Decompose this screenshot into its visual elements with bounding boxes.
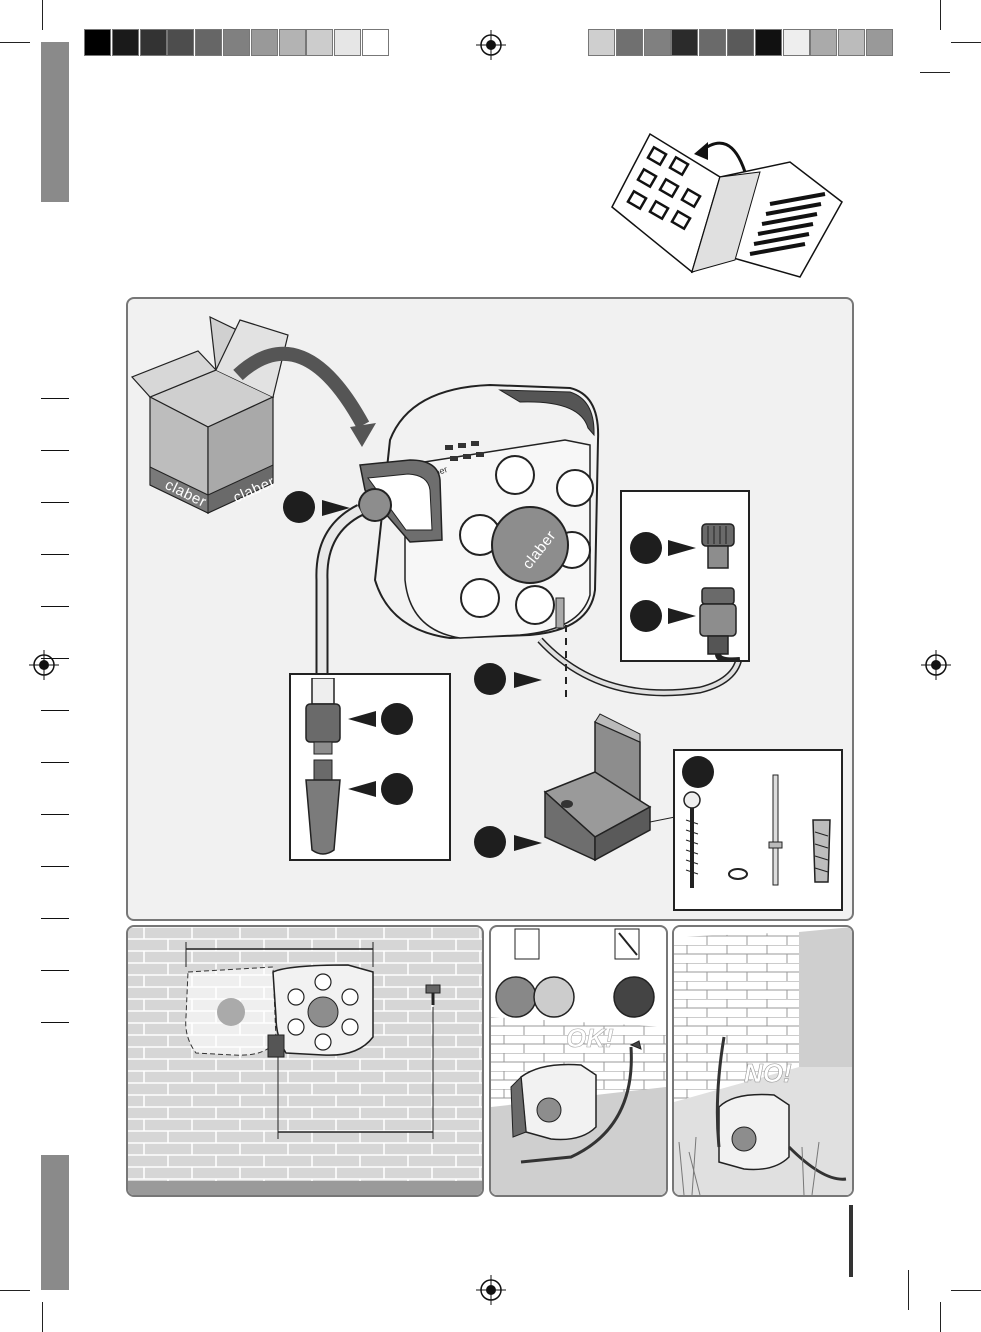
registration-mark-icon — [476, 30, 506, 60]
step-marker — [474, 663, 506, 695]
pointer-arrow — [322, 500, 350, 516]
step-marker — [630, 600, 662, 632]
color-swatch — [866, 29, 893, 56]
tick-mark — [41, 814, 69, 815]
color-swatch — [783, 29, 810, 56]
color-swatch — [251, 29, 278, 56]
color-swatch — [223, 29, 250, 56]
incorrect-mounting-panel: NO! — [672, 925, 854, 1197]
crop-mark — [951, 1290, 981, 1291]
color-swatch — [334, 29, 361, 56]
pointer-arrow — [668, 608, 696, 624]
pointer-arrow — [348, 781, 376, 797]
tick-mark — [41, 918, 69, 919]
fixing-kit-icon — [678, 770, 838, 910]
color-swatch — [84, 29, 111, 56]
tap-connector-icon — [698, 522, 738, 574]
crop-mark — [920, 72, 950, 73]
color-swatch — [727, 29, 754, 56]
crop-mark — [940, 1302, 941, 1332]
tick-mark — [41, 970, 69, 971]
tick-mark — [41, 398, 69, 399]
color-swatch — [140, 29, 167, 56]
side-bar-top — [41, 42, 69, 202]
tick-mark — [41, 502, 69, 503]
crop-mark — [951, 42, 981, 43]
no-label: NO! — [744, 1058, 792, 1088]
color-swatch — [112, 29, 139, 56]
color-swatch — [588, 29, 615, 56]
nozzle-icon — [298, 678, 348, 856]
side-bar-bottom — [41, 1155, 69, 1290]
crop-mark — [42, 1302, 43, 1332]
color-swatch — [167, 29, 194, 56]
step-marker — [474, 826, 506, 858]
color-swatch — [755, 29, 782, 56]
color-swatch — [671, 29, 698, 56]
pointer-arrow — [348, 711, 376, 727]
tick-mark — [41, 762, 69, 763]
crop-mark — [0, 1290, 30, 1291]
color-swatch — [362, 29, 389, 56]
step-marker — [381, 773, 413, 805]
pointer-arrow — [514, 672, 542, 688]
tick-mark — [41, 606, 69, 607]
tick-mark — [41, 554, 69, 555]
color-swatch — [699, 29, 726, 56]
color-swatch — [616, 29, 643, 56]
hose-connector-icon — [696, 586, 744, 662]
registration-mark-icon — [29, 650, 59, 680]
registration-mark-icon — [921, 650, 951, 680]
crop-mark — [0, 42, 30, 43]
crop-mark — [940, 0, 941, 30]
step-marker — [381, 703, 413, 735]
color-swatch — [644, 29, 671, 56]
page-right-rule — [849, 1205, 853, 1277]
box-icon: claber claber — [128, 315, 378, 515]
color-swatch — [195, 29, 222, 56]
manual-booklet-icon — [610, 132, 850, 282]
color-swatch — [279, 29, 306, 56]
wall-bracket-icon — [540, 712, 690, 862]
color-swatch — [306, 29, 333, 56]
registration-mark-icon — [476, 1275, 506, 1305]
ok-label: OK! — [566, 1023, 614, 1053]
wall-measure-panel — [126, 925, 484, 1197]
step-marker — [630, 532, 662, 564]
crop-mark — [908, 1270, 909, 1310]
tick-mark — [41, 710, 69, 711]
step-marker — [283, 491, 315, 523]
tick-mark — [41, 450, 69, 451]
color-swatch — [838, 29, 865, 56]
tick-mark — [41, 866, 69, 867]
pointer-arrow — [514, 835, 542, 851]
color-swatch — [810, 29, 837, 56]
tick-mark — [41, 1022, 69, 1023]
pointer-arrow — [668, 540, 696, 556]
correct-mounting-panel: OK! — [489, 925, 668, 1197]
crop-mark — [42, 0, 43, 30]
